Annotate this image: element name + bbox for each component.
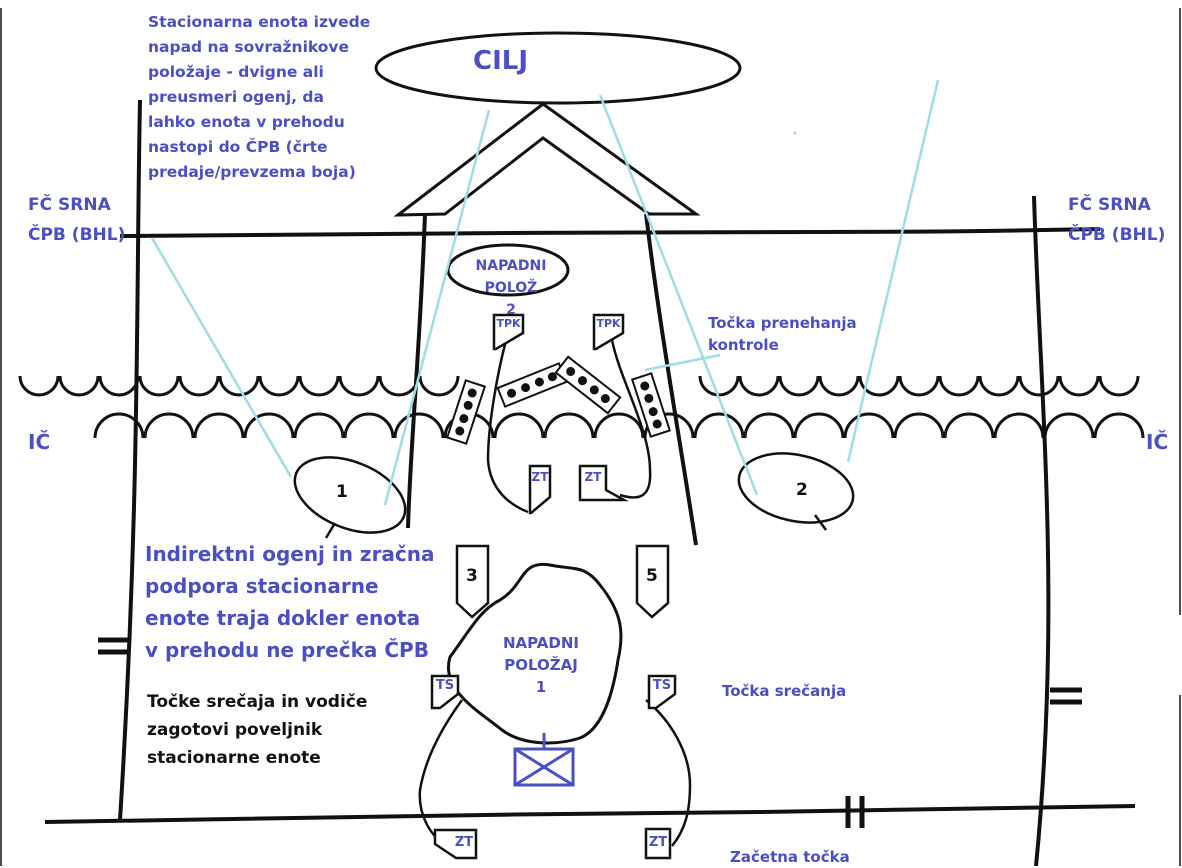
start-point-label: Začetna točka bbox=[730, 848, 850, 866]
flag-zt-bottom-left bbox=[433, 828, 478, 860]
flag-zt-bottom-right bbox=[644, 827, 672, 860]
route-lower-left bbox=[418, 699, 464, 848]
flag-zt-upper-right bbox=[578, 464, 629, 502]
point-flags bbox=[430, 313, 677, 860]
route-arrow-3 bbox=[455, 544, 490, 619]
objective-label: CILJ bbox=[473, 46, 528, 76]
zt-bottom-right-tag: ZT bbox=[648, 835, 668, 850]
objective-ellipse bbox=[374, 31, 742, 105]
leader-lines bbox=[150, 79, 940, 506]
control-end-point-label: Točka prenehanja kontrole bbox=[708, 314, 857, 354]
intermediate-point-label-right: IČ bbox=[1146, 430, 1169, 454]
attack-position-1-blob bbox=[446, 562, 623, 745]
route-arrow-3-number: 3 bbox=[466, 566, 478, 586]
right-margin-mask bbox=[1112, 615, 1182, 695]
flag-tpk-right bbox=[592, 313, 625, 351]
phase-line-break bbox=[845, 796, 865, 828]
position-2-ellipse bbox=[737, 452, 855, 524]
inner-right-boundary bbox=[644, 213, 698, 546]
passage-route-upper-left bbox=[486, 329, 529, 514]
fire-support-note: Indirektni ogenj in zračna podpora staci… bbox=[145, 542, 435, 662]
left-boundary-line bbox=[118, 99, 142, 821]
flag-ts-right bbox=[647, 674, 677, 710]
passage-route-upper-right bbox=[610, 339, 652, 499]
position-2-tick bbox=[813, 514, 828, 531]
flag-zt-upper-left bbox=[528, 464, 552, 515]
phase-line-label-right: FČ SRNA ČPB (BHL) bbox=[1068, 195, 1166, 245]
objective-axis-arrow bbox=[393, 102, 701, 217]
position-1-number: 1 bbox=[336, 482, 348, 502]
phase-line-bottom bbox=[44, 804, 1136, 824]
position-2-number: 2 bbox=[796, 480, 808, 500]
tpk-left-tag: TPK bbox=[496, 317, 521, 330]
zt-bottom-left-tag: ZT bbox=[454, 835, 474, 850]
zt-upper-right-tag: ZT bbox=[584, 470, 602, 484]
obstacle-line-lower bbox=[93, 412, 1145, 439]
phase-line-label-left: FČ SRNA ČPB (BHL) bbox=[28, 195, 126, 245]
position-1-tick bbox=[324, 522, 337, 539]
commander-note: Točke srečaja in vodiče zagotovi poveljn… bbox=[147, 692, 368, 768]
stationary-unit-note: Stacionarna enota izvede napad na sovraž… bbox=[148, 13, 371, 181]
phase-line-top bbox=[119, 227, 1101, 238]
flag-ts-left bbox=[430, 674, 460, 710]
route-arrow-5 bbox=[635, 544, 670, 619]
boundary-break-right bbox=[1050, 687, 1082, 705]
intermediate-point-label-left: IČ bbox=[28, 430, 51, 454]
stray-dot bbox=[793, 131, 797, 135]
top-mask bbox=[0, 0, 1182, 8]
attack-position-1-label: NAPADNI POLOŽAJ 1 bbox=[503, 634, 579, 696]
ts-right-tag: TS bbox=[652, 678, 672, 693]
minefield-3 bbox=[554, 355, 622, 415]
position-1-ellipse bbox=[293, 456, 407, 534]
minefield-4 bbox=[630, 372, 672, 438]
attack-position-2-label: NAPADNI POLOŽ 2 bbox=[475, 258, 547, 318]
obstacle-line-upper bbox=[18, 375, 1140, 397]
boundary-break-left bbox=[98, 637, 128, 655]
tpk-right-tag: TPK bbox=[596, 317, 621, 330]
route-arrow-5-number: 5 bbox=[646, 566, 658, 586]
meeting-point-label: Točka srečanja bbox=[722, 682, 847, 700]
unit-symbol bbox=[513, 733, 575, 787]
inner-left-boundary bbox=[406, 213, 427, 529]
minefield-2 bbox=[496, 362, 568, 408]
route-lower-right bbox=[645, 699, 692, 847]
minefield-1 bbox=[445, 379, 487, 445]
right-boundary-line bbox=[1032, 195, 1051, 866]
zt-upper-left-tag: ZT bbox=[531, 470, 549, 484]
ts-left-tag: TS bbox=[435, 678, 455, 693]
flag-tpk-left bbox=[492, 313, 525, 351]
